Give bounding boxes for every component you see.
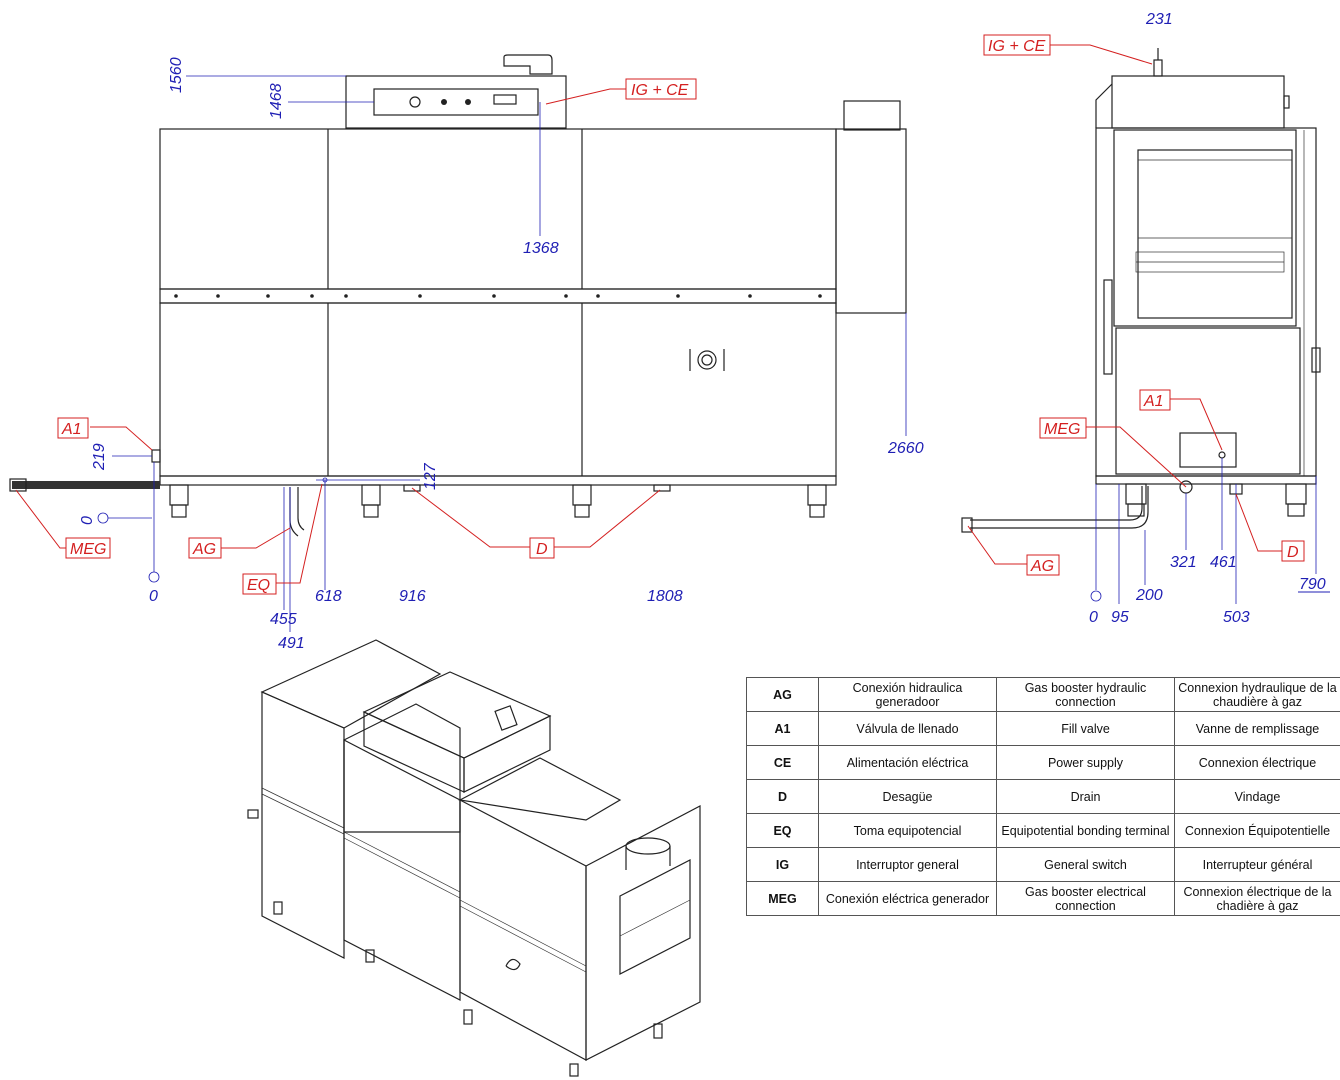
legend-es: Desagüe	[818, 779, 997, 814]
legend-es: Conexión eléctrica generador	[818, 881, 997, 916]
dim-1560: 1560	[168, 57, 185, 93]
legend-fr: Vanne de remplissage	[1174, 711, 1340, 746]
dim-503: 503	[1223, 609, 1250, 626]
legend-row-d: D Desagüe Drain Vindage	[746, 779, 1340, 814]
legend-code: CE	[746, 745, 819, 780]
tag-meg-front: MEG	[70, 541, 106, 558]
isometric-view	[247, 639, 701, 1077]
legend-fr: Vindage	[1174, 779, 1340, 814]
legend-en: Gas booster electrical connection	[996, 881, 1175, 916]
dim-461: 461	[1210, 554, 1237, 571]
legend-en: Fill valve	[996, 711, 1175, 746]
tag-a1-side: A1	[1143, 393, 1164, 410]
legend-row-ce: CE Alimentación eléctrica Power supply C…	[746, 745, 1340, 780]
legend-row-ag: AG Conexión hidraulica generadoor Gas bo…	[746, 677, 1340, 712]
tag-ag-front: AG	[192, 541, 216, 558]
legend-es: Interruptor general	[818, 847, 997, 882]
dim-95: 95	[1111, 609, 1129, 626]
dim-321: 321	[1170, 554, 1197, 571]
legend-row-meg: MEG Conexión eléctrica generador Gas boo…	[746, 881, 1340, 916]
legend-code: EQ	[746, 813, 819, 848]
dim-127: 127	[422, 462, 439, 490]
tag-ag-side: AG	[1030, 558, 1054, 575]
tag-d-front: D	[536, 541, 548, 558]
legend-fr: Connexion électrique	[1174, 745, 1340, 780]
legend-es: Conexión hidraulica generadoor	[818, 677, 997, 712]
side-view: 231 321 461 0 95 200 503 790 IG + CE A1 …	[961, 11, 1330, 626]
legend-fr: Interrupteur général	[1174, 847, 1340, 882]
dim-1468: 1468	[268, 83, 285, 119]
legend-en: Gas booster hydraulic connection	[996, 677, 1175, 712]
tag-a1-front: A1	[61, 421, 82, 438]
tag-d-side: D	[1287, 544, 1299, 561]
legend-table: AG Conexión hidraulica generadoor Gas bo…	[746, 677, 1340, 916]
legend-en: General switch	[996, 847, 1175, 882]
tag-ig-ce-front: IG + CE	[631, 82, 689, 99]
dim-1368: 1368	[523, 240, 559, 257]
dim-455: 455	[270, 611, 297, 628]
dim-1808: 1808	[647, 588, 683, 605]
dim-491: 491	[278, 635, 305, 652]
legend-code: D	[746, 779, 819, 814]
legend-fr: Connexion hydraulique de la chaudière à …	[1174, 677, 1340, 712]
dim-200: 200	[1135, 587, 1163, 604]
legend-code: A1	[746, 711, 819, 746]
legend-code: AG	[746, 677, 819, 712]
legend-code: IG	[746, 847, 819, 882]
legend-row-eq: EQ Toma equipotencial Equipotential bond…	[746, 813, 1340, 848]
dim-231: 231	[1145, 11, 1173, 28]
dim-0-side: 0	[1089, 609, 1098, 626]
legend-row-ig: IG Interruptor general General switch In…	[746, 847, 1340, 882]
front-view: 1560 1468 1368 219 0 127 2660 0 455 491 …	[9, 54, 924, 652]
dim-0-left: 0	[79, 516, 96, 525]
dim-618: 618	[315, 588, 342, 605]
legend-row-a1: A1 Válvula de llenado Fill valve Vanne d…	[746, 711, 1340, 746]
legend-fr: Connexion électrique de la chadière à ga…	[1174, 881, 1340, 916]
tag-meg-side: MEG	[1044, 421, 1080, 438]
legend-es: Alimentación eléctrica	[818, 745, 997, 780]
legend-en: Power supply	[996, 745, 1175, 780]
dim-0-bottom: 0	[149, 588, 158, 605]
tag-eq-front: EQ	[247, 577, 270, 594]
dim-916: 916	[399, 588, 426, 605]
legend-es: Toma equipotencial	[818, 813, 997, 848]
dim-219: 219	[91, 443, 108, 471]
legend-es: Válvula de llenado	[818, 711, 997, 746]
legend-en: Equipotential bonding terminal	[996, 813, 1175, 848]
dim-790: 790	[1299, 576, 1326, 593]
dim-2660: 2660	[887, 440, 924, 457]
tag-ig-ce-side: IG + CE	[988, 38, 1046, 55]
legend-en: Drain	[996, 779, 1175, 814]
legend-fr: Connexion Équipotentielle	[1174, 813, 1340, 848]
legend-code: MEG	[746, 881, 819, 916]
